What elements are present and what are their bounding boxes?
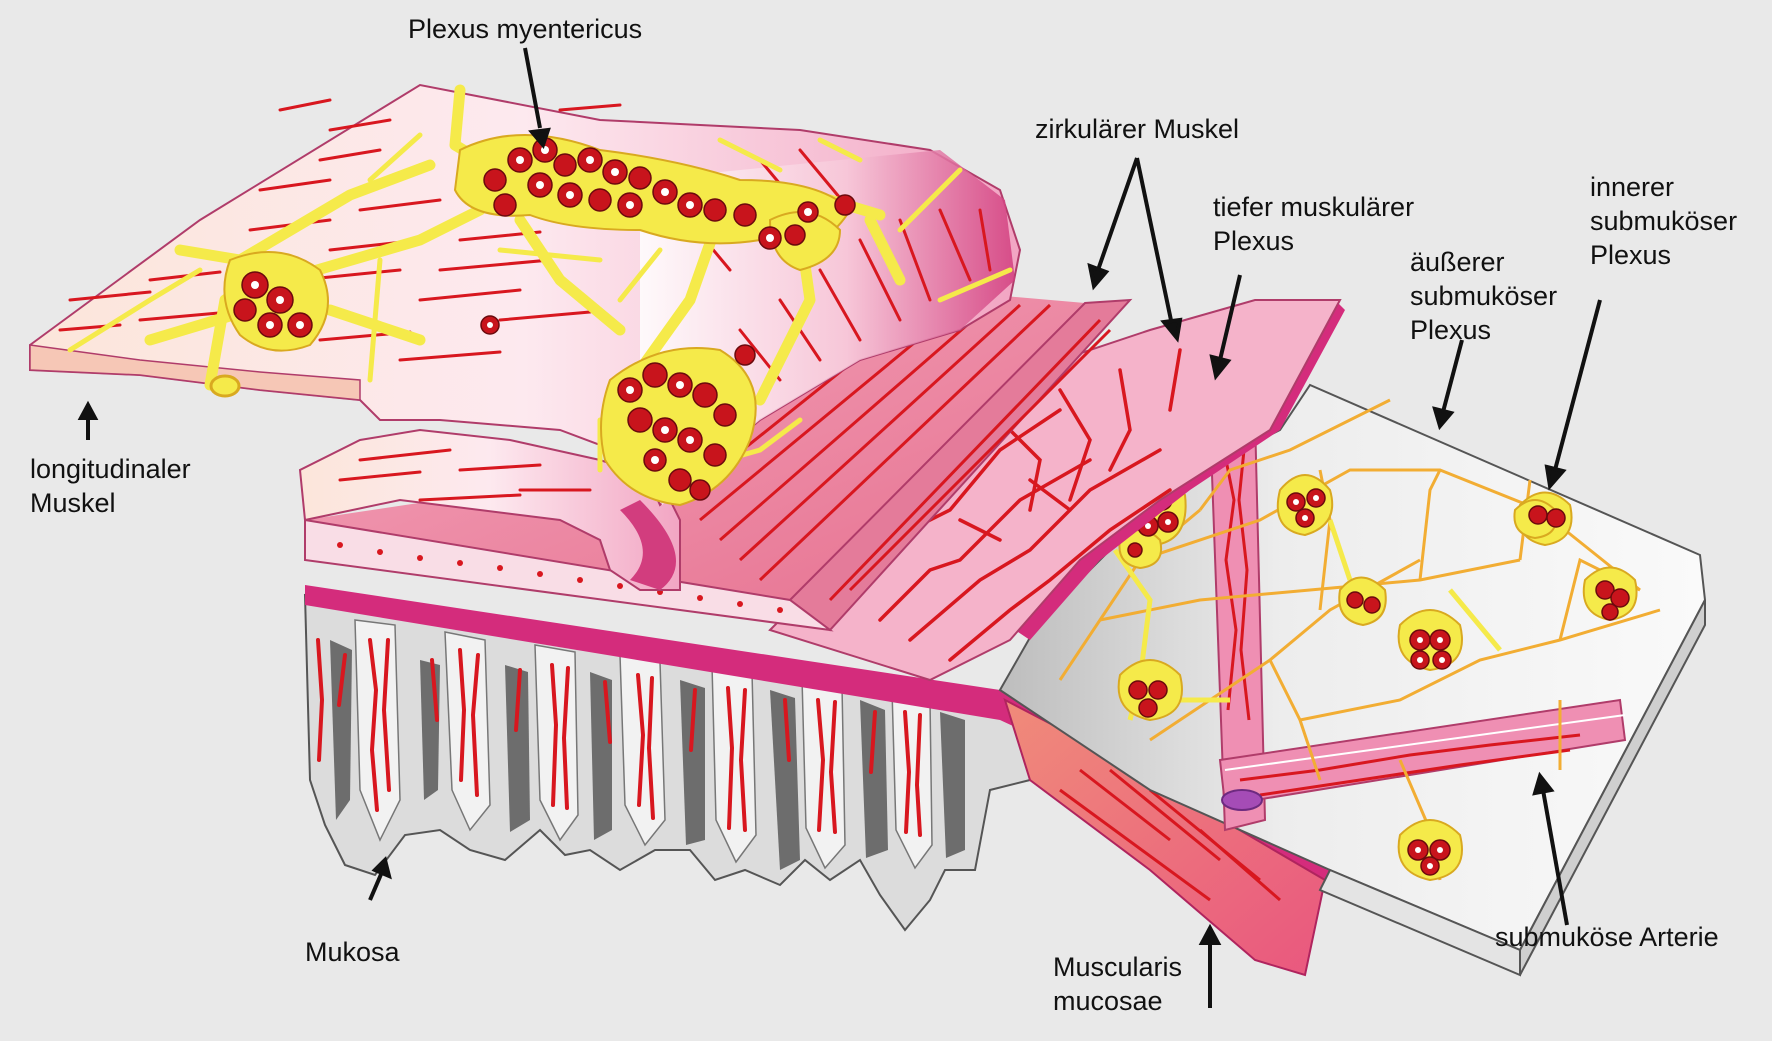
label-line: Plexus myentericus (408, 14, 643, 44)
label-tiefer-muskulaerer-plexus: tiefer muskulärer Plexus (1213, 190, 1414, 258)
label-line: innerer (1590, 172, 1675, 202)
label-line: submuköser (1410, 281, 1558, 311)
label-line: zirkulärer Muskel (1035, 114, 1240, 144)
label-line: Mukosa (305, 937, 400, 967)
label-line: mucosae (1053, 986, 1163, 1016)
label-line: longitudinaler (30, 454, 191, 484)
leader-arrows (77, 47, 1602, 1008)
label-mukosa: Mukosa (305, 935, 400, 969)
label-line: Plexus (1590, 240, 1672, 270)
label-line: tiefer muskulärer (1213, 192, 1415, 222)
label-zirkulaerer-muskel: zirkulärer Muskel (1035, 112, 1239, 146)
label-line: äußerer (1410, 247, 1505, 277)
label-line: Muskel (30, 488, 116, 518)
label-aeusserer-submukoeser-plexus: äußerer submuköser Plexus (1410, 245, 1557, 347)
label-line: Muscularis (1053, 952, 1183, 982)
label-plexus-myentericus: Plexus myentericus (408, 12, 642, 46)
label-muscularis-mucosae: Muscularis mucosae (1053, 950, 1182, 1018)
label-line: Plexus (1213, 226, 1295, 256)
label-innerer-submukoeser-plexus: innerer submuköser Plexus (1590, 170, 1737, 272)
label-line: submuköse Arterie (1495, 922, 1719, 952)
myenteric-plexus-network (67, 84, 1013, 507)
label-longitudinaler-muskel: longitudinaler Muskel (30, 452, 191, 520)
label-line: Plexus (1410, 315, 1492, 345)
deep-muscular-plexus-sheet (768, 299, 1345, 682)
submucosal-arteries (1208, 416, 1627, 832)
label-line: submuköser (1590, 206, 1738, 236)
label-submukoese-arterie: submuköse Arterie (1495, 920, 1719, 954)
